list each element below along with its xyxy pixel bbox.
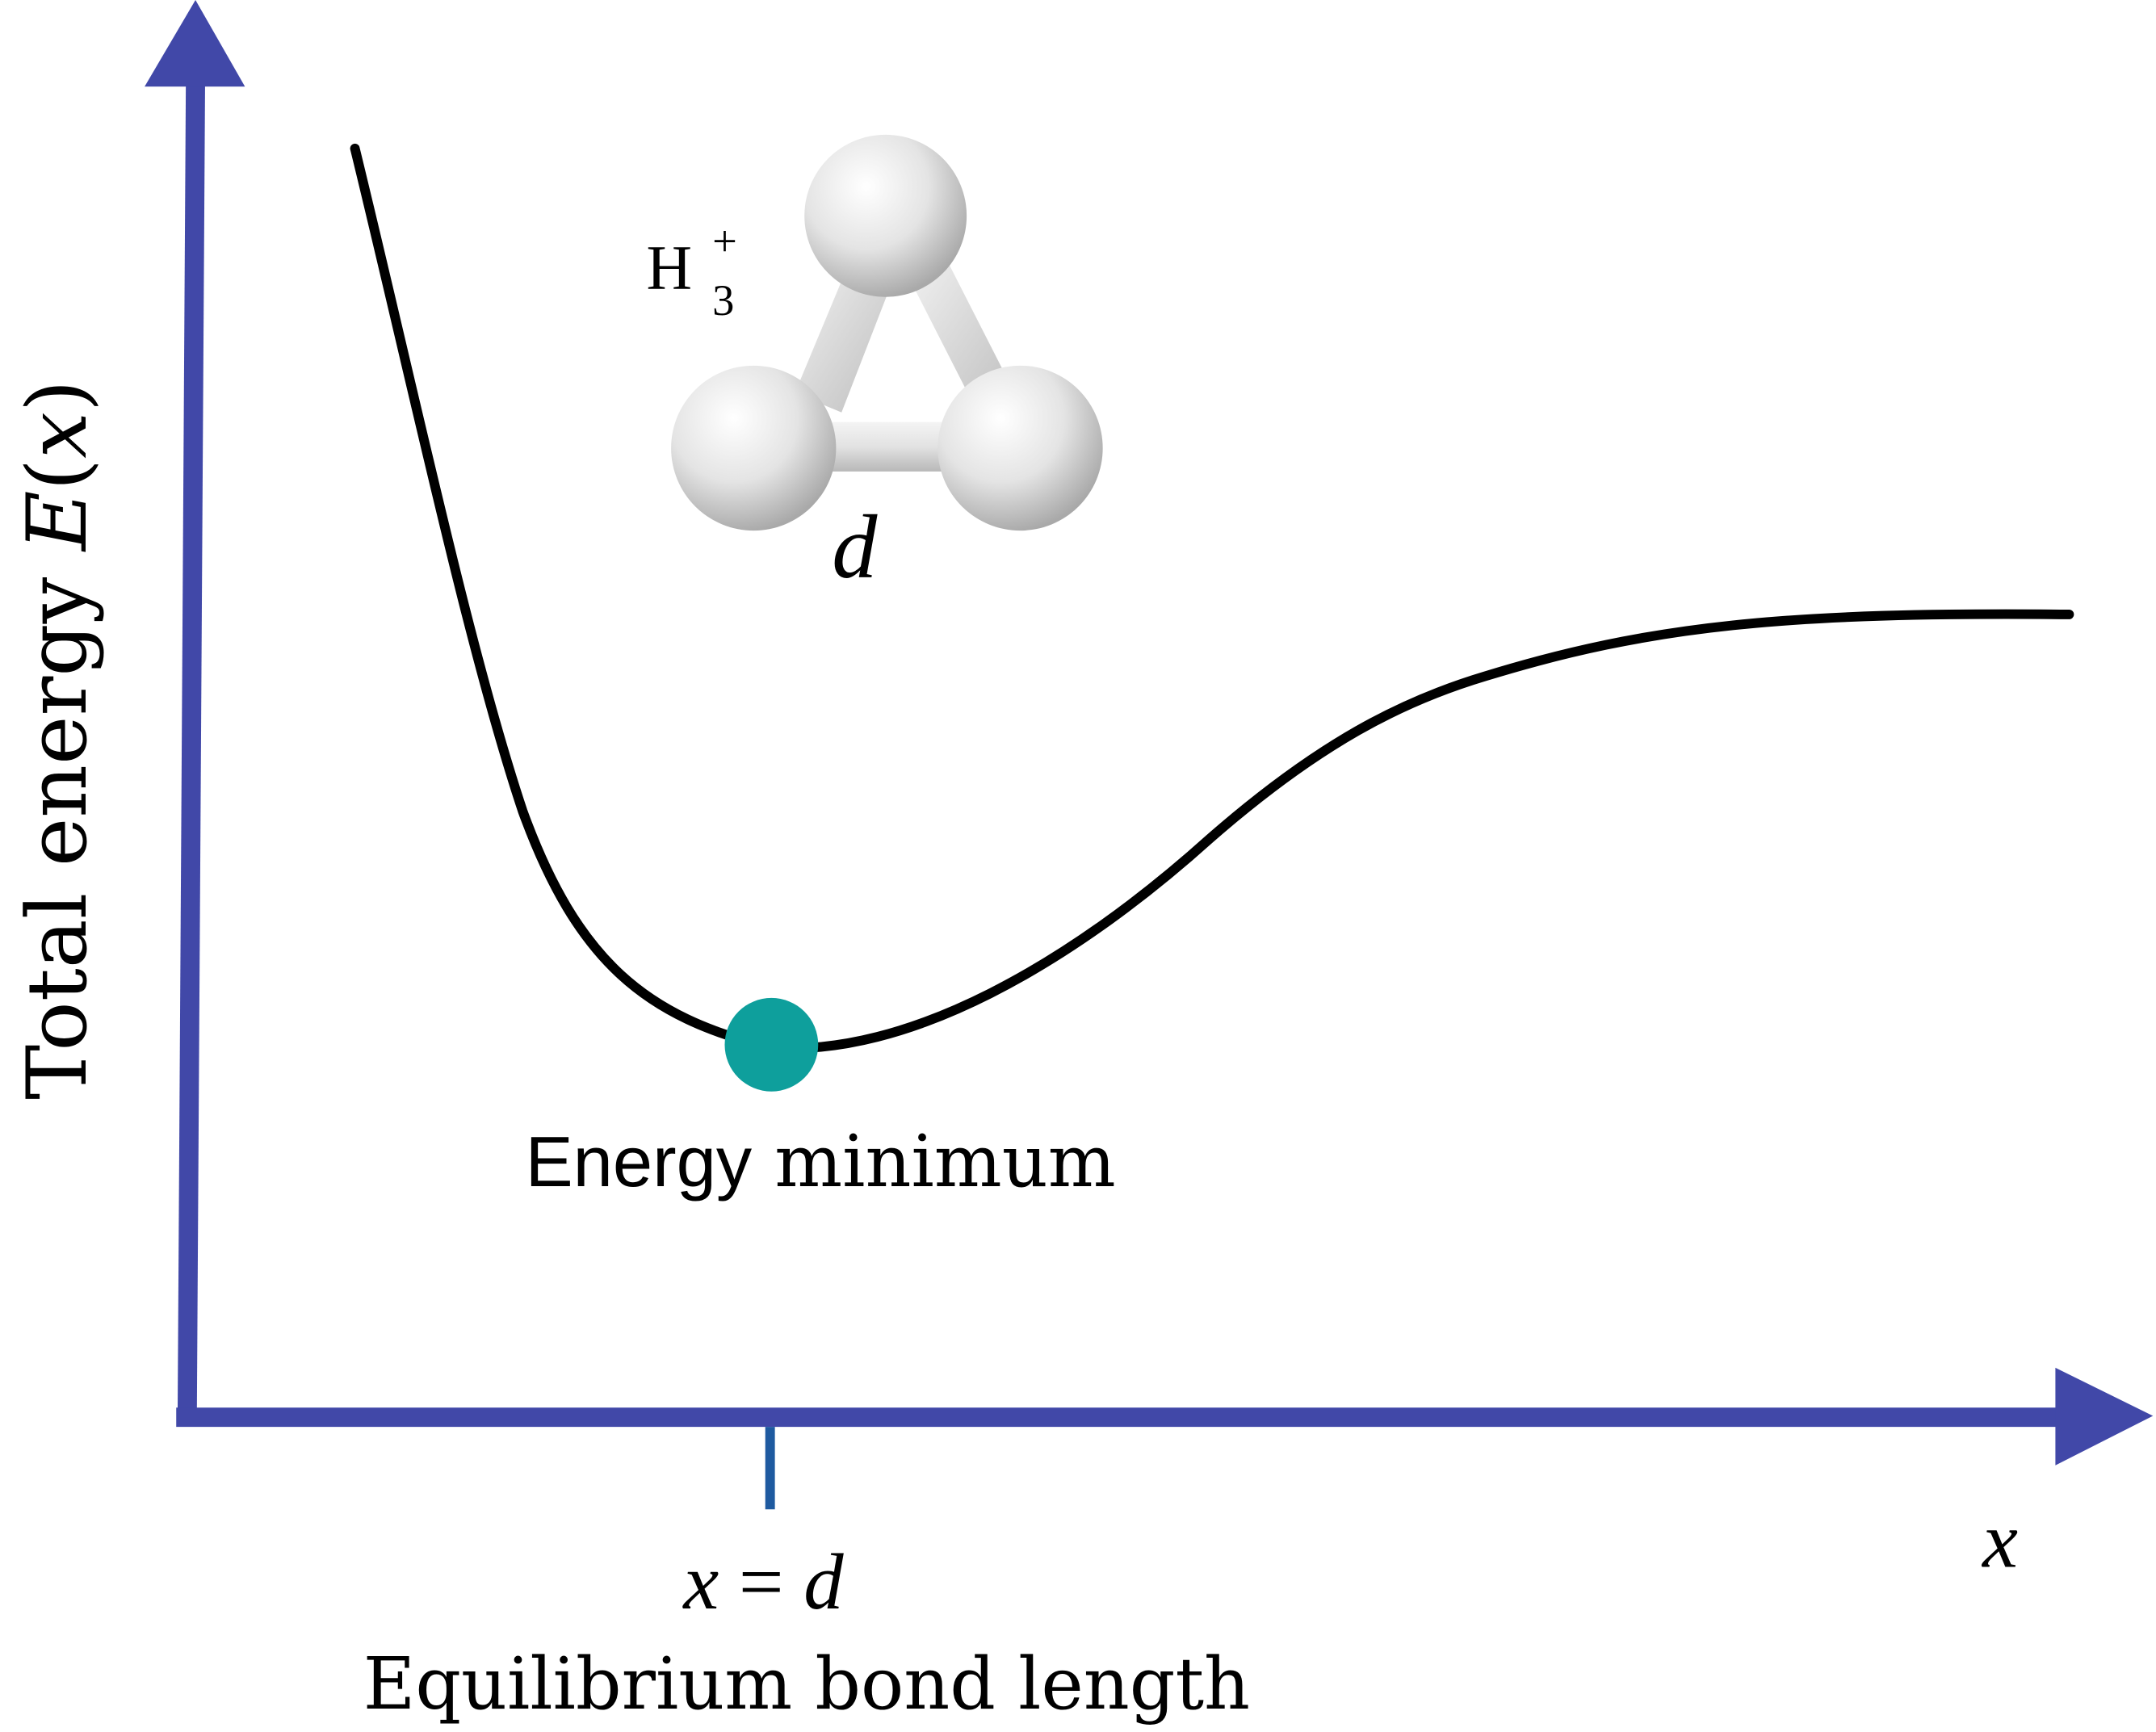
y-axis-arrowhead bbox=[145, 0, 245, 87]
energy-minimum-label: Energy minimum bbox=[526, 1120, 1116, 1203]
x-axis-arrowhead bbox=[2055, 1367, 2154, 1466]
energy-minimum-point bbox=[724, 997, 819, 1092]
molecule-label: H bbox=[646, 233, 692, 303]
atom-left bbox=[671, 365, 837, 531]
x-axis-label: x bbox=[1981, 1497, 2018, 1585]
y-axis-label: Total energy E(x) bbox=[10, 380, 106, 1100]
h3-molecule-model bbox=[671, 134, 1103, 531]
atom-right bbox=[937, 365, 1103, 531]
bond-top-left bbox=[795, 261, 894, 413]
molecule-label-superscript: + bbox=[712, 216, 737, 266]
atom-top bbox=[804, 134, 967, 297]
bond-length-label: d bbox=[832, 497, 878, 598]
equilibrium-bond-length-caption: Equilibrium bond length bbox=[363, 1642, 1250, 1726]
y-axis-line bbox=[177, 82, 205, 1416]
energy-curve bbox=[350, 143, 2074, 1054]
molecule-label-subscript: 3 bbox=[712, 275, 734, 325]
tick-label-x-equals-d: x = d bbox=[682, 1538, 844, 1626]
